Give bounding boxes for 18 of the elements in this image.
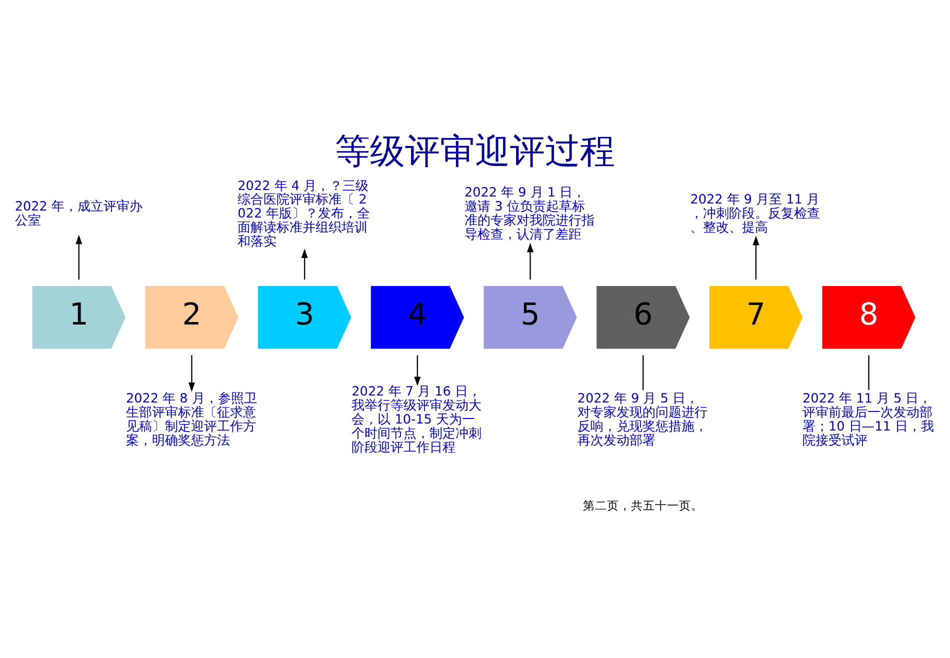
connector	[642, 355, 644, 390]
arrow	[301, 248, 308, 280]
node-text: 2022 年 9 月 1 日，邀请 3 位负责起草标准的专家对我院进行指导检查，认清了差距	[464, 186, 595, 243]
arrow	[414, 355, 421, 386]
connector	[868, 355, 870, 390]
arrow	[527, 242, 534, 280]
arrow	[752, 236, 760, 280]
node-text: 2022 年 7 月 16 日，我举行等级评审发动大会，以 10-15 天为一个时间节点，制定冲刺阶段迎评工作日程	[352, 384, 482, 456]
node-text: 2022 年，成立评审办公室	[14, 200, 142, 229]
arrow	[188, 355, 195, 392]
diagram-title: 等级评审迎评过程	[335, 132, 615, 172]
node-text: 2022 年 8 月，参照卫生部评审标准〔征求意见稿〕制定迎评工作方案，明确奖惩方法	[126, 392, 257, 449]
arrow	[76, 234, 82, 280]
node-text: 2022 年 9 月至 11 月，冲刺阶段。反复检查、整改、提高	[690, 192, 820, 236]
label: 第二页，共五十一页。	[583, 498, 704, 512]
node-text: 2022 年 9 月 5 日，对专家发现的问题进行反响，兑现奖惩措施，再次发动部署	[577, 392, 708, 449]
node-text: 2022 年 4 月，？三级综合医院评审标准〔 2022 年版〕？发布，全面解读标准并组织培训和落实	[238, 178, 370, 250]
node-text: 2022 年 11 月 5 日，评审前最后一次发动部署；10 日—11 日，我院接受试评	[802, 392, 934, 449]
